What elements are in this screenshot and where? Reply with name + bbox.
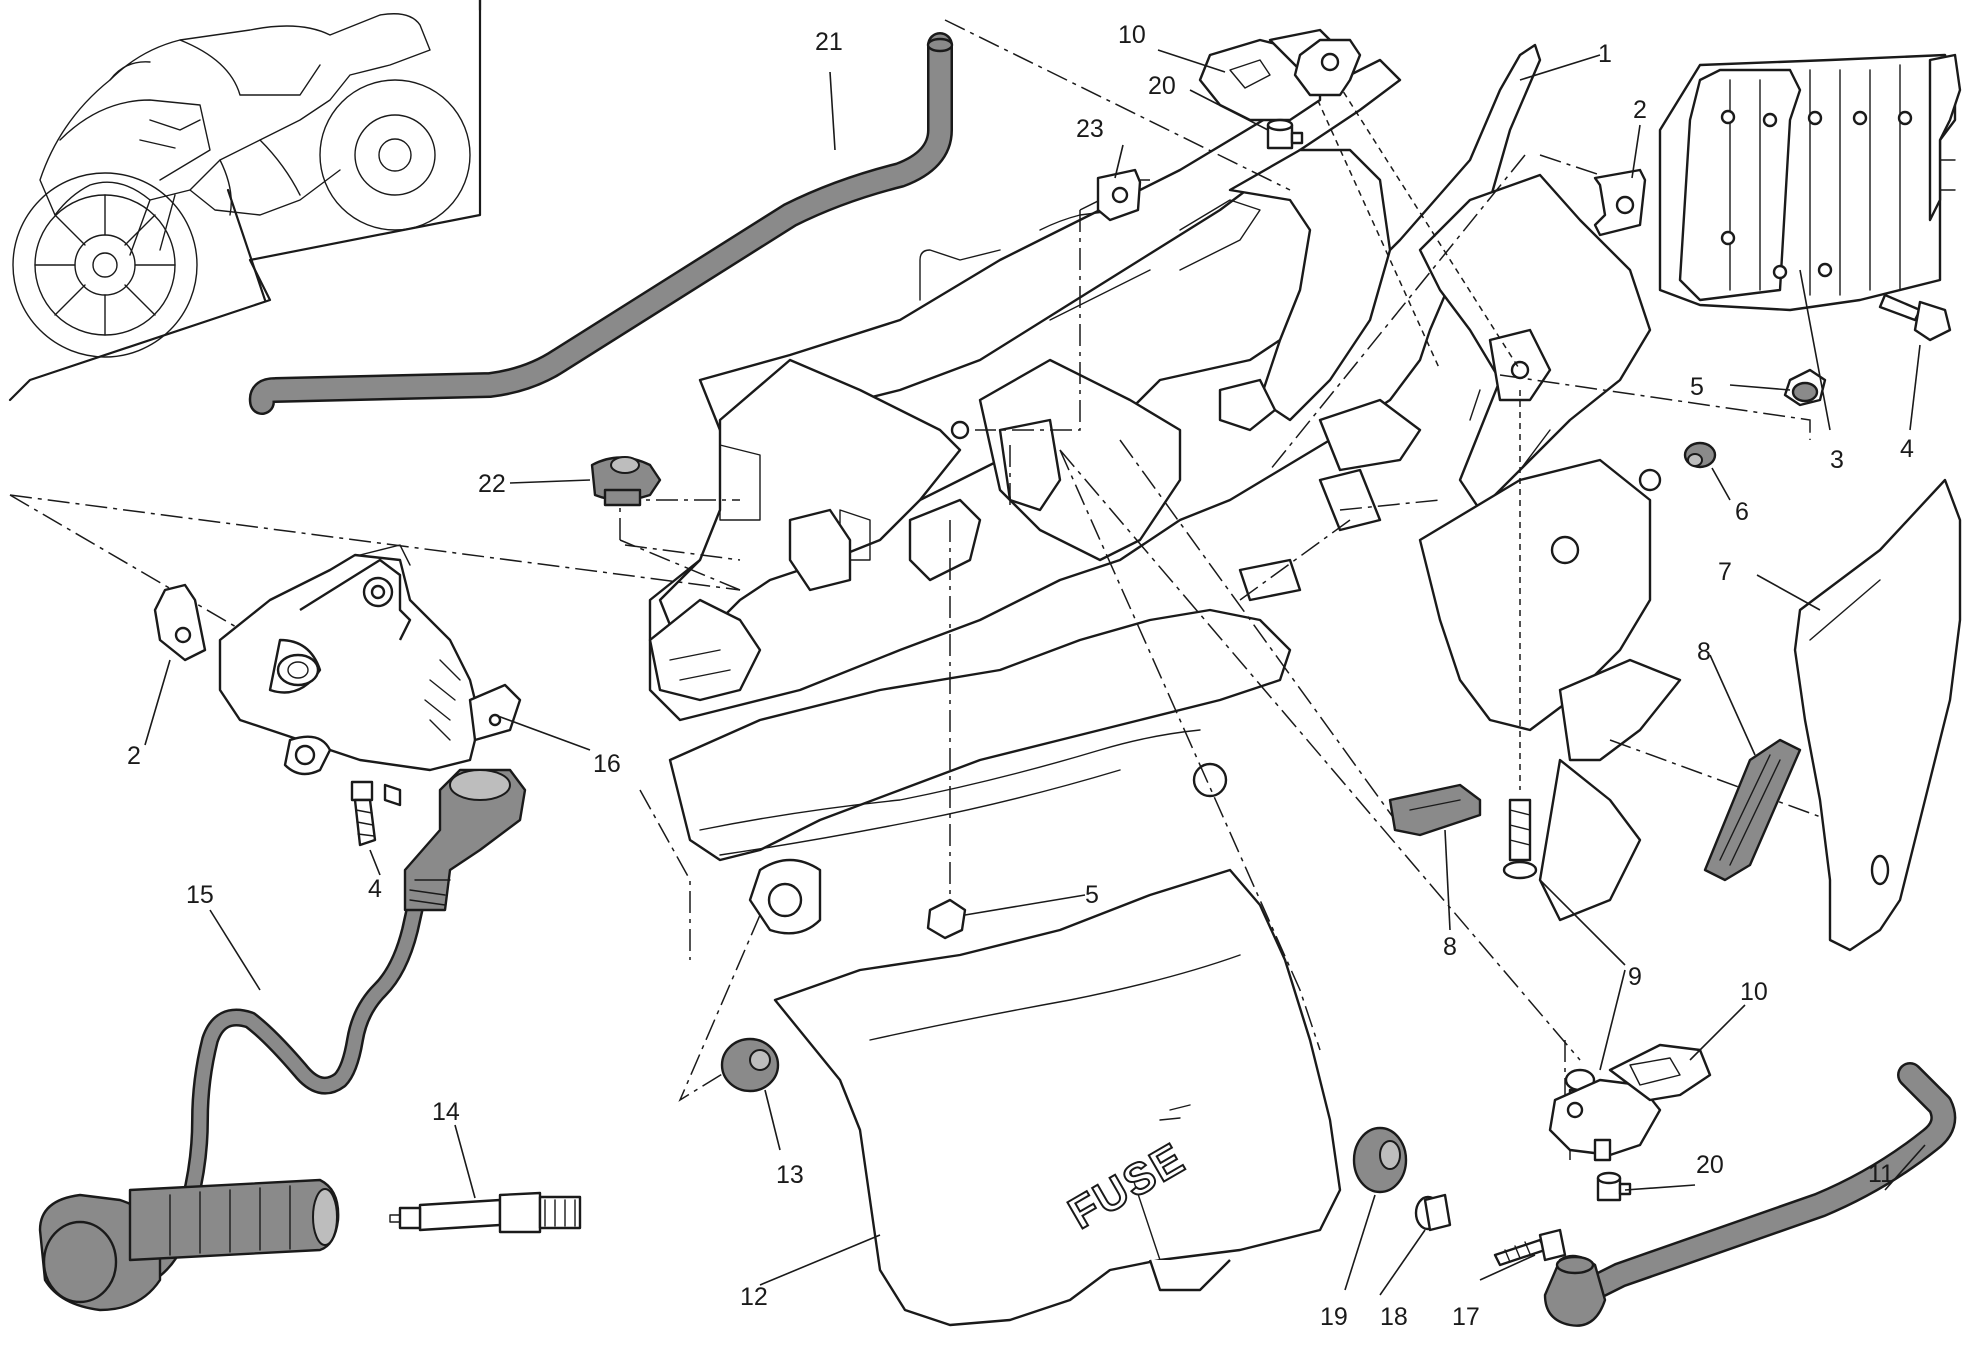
callout-12: 12 <box>740 1283 768 1311</box>
callout-11: 11 <box>1868 1160 1894 1188</box>
callout-16: 16 <box>593 750 621 778</box>
leader-lines <box>144 49 1926 1296</box>
callout-1: 1 <box>1598 40 1612 68</box>
callout-23: 23 <box>1076 115 1104 143</box>
callout-20: 20 <box>1696 1151 1724 1179</box>
callout-22: 22 <box>478 470 506 498</box>
callout-20: 20 <box>1148 72 1176 100</box>
fuse-cover-12: FUSE <box>773 868 1342 1327</box>
callout-4: 4 <box>1900 435 1914 463</box>
callout-2: 2 <box>1633 96 1647 124</box>
side-cover-7 <box>1793 478 1962 952</box>
callout-8: 8 <box>1697 638 1711 666</box>
module-16 <box>218 544 522 776</box>
callout-6: 6 <box>1735 498 1749 526</box>
callout-9: 9 <box>1628 963 1642 991</box>
callout-3: 3 <box>1830 446 1844 474</box>
callout-19: 19 <box>1320 1303 1348 1331</box>
callout-5: 5 <box>1085 881 1099 909</box>
callout-13: 13 <box>776 1161 804 1189</box>
hose-21 <box>248 32 954 415</box>
callout-5: 5 <box>1690 373 1704 401</box>
callout-8: 8 <box>1443 933 1457 961</box>
callout-15: 15 <box>186 881 214 909</box>
assembly-guides <box>9 19 1871 1191</box>
callout-7: 7 <box>1718 558 1732 586</box>
callout-2: 2 <box>127 742 141 770</box>
hose-11 <box>1543 1062 1957 1327</box>
spark-plug-14 <box>389 1191 582 1234</box>
callout-10: 10 <box>1118 21 1146 49</box>
callout-14: 14 <box>432 1098 460 1126</box>
callout-10: 10 <box>1740 978 1768 1006</box>
clamp-20 <box>1266 118 1632 1202</box>
sensor-10 <box>1198 28 1712 1162</box>
main-bracket <box>648 43 1682 935</box>
callouts: 1 2 2 3 4 4 5 5 6 7 8 8 9 10 10 11 12 13… <box>127 21 1914 1331</box>
grommet-8 <box>1388 738 1802 882</box>
callout-4: 4 <box>368 875 382 903</box>
callout-17: 17 <box>1452 1303 1480 1331</box>
hardware <box>153 168 1952 1267</box>
control-unit-3 <box>1658 53 1962 312</box>
callout-18: 18 <box>1380 1303 1408 1331</box>
callout-21: 21 <box>815 28 843 56</box>
ht-lead-15 <box>38 768 527 1312</box>
motorcycle-inset <box>8 0 482 402</box>
